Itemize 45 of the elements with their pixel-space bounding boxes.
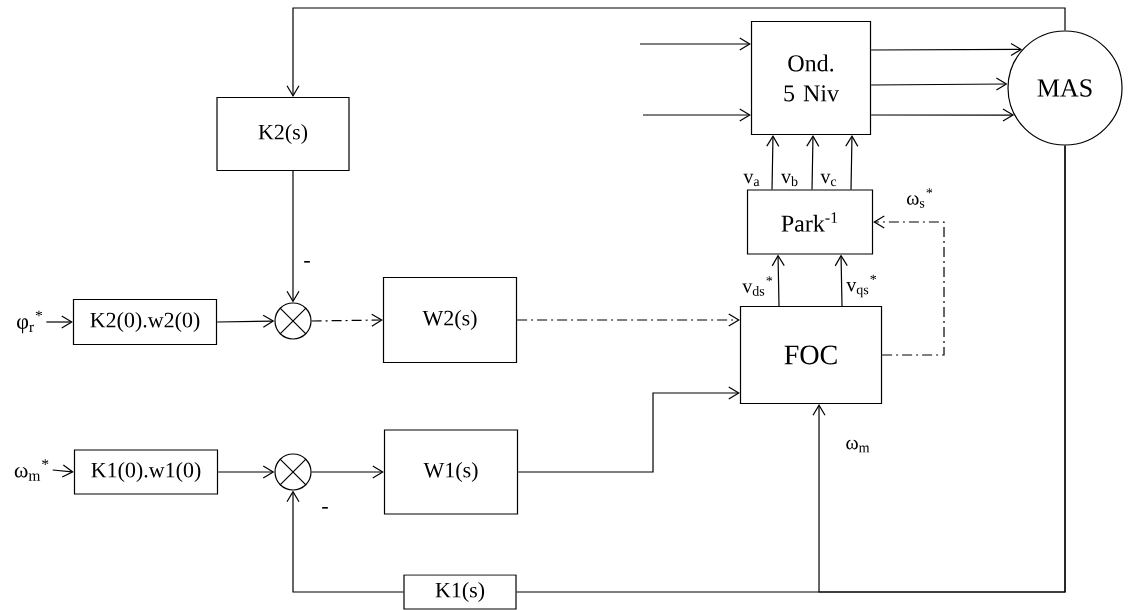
arrow [870,108,1015,122]
edge-label: ω$_{m}$ [843,437,873,455]
arrow [870,77,1008,91]
block-box: K1(0).w1(0) [73,449,219,495]
edge-label: v$_{qs}$* [844,272,880,300]
block-box: K2(0).w2(0) [72,298,218,346]
arrow [516,313,740,327]
arrow [311,465,384,479]
summing-junction [274,302,312,340]
arrow [286,7,1066,97]
edge-label: v$_{a}$ [741,171,763,189]
block-box: Park$^{-1}$ [746,189,874,255]
edge-label: ω$_{s}$* [904,186,936,210]
arrow [766,135,780,190]
sign-label: - [322,507,328,509]
block-box: K1(s) [403,574,517,610]
edge-label: v$_{b}$ [779,171,801,189]
summing-junction [274,453,312,491]
block-box: W2(s) [382,276,518,364]
block-box: K2(s) [216,96,350,172]
arrow [217,465,275,479]
arrow [845,135,859,190]
arrow [834,254,848,307]
arrow [771,254,785,307]
arrow [639,37,751,51]
arrow [45,315,73,329]
arrow [873,215,945,356]
arrow [806,135,820,190]
arrow [642,108,751,122]
sign-label: - [304,261,310,263]
block-box: FOC [739,305,883,405]
arrow [286,490,404,593]
block-box: W1(s) [383,429,519,515]
arrow [216,314,275,328]
arrow [517,386,740,473]
edge-label: v$_{ds}$* [740,274,776,298]
arrow [311,313,383,327]
arrow [812,145,1066,593]
arrow [286,170,300,303]
signal-label: ω$_{m}$* [14,459,49,481]
edge-label: v$_{c}$ [818,171,840,189]
signal-label: φ$_{r}$* [17,310,43,334]
arrow [52,464,74,478]
arrow [870,42,1023,57]
block-box: Ond. 5 Niv [750,20,872,136]
